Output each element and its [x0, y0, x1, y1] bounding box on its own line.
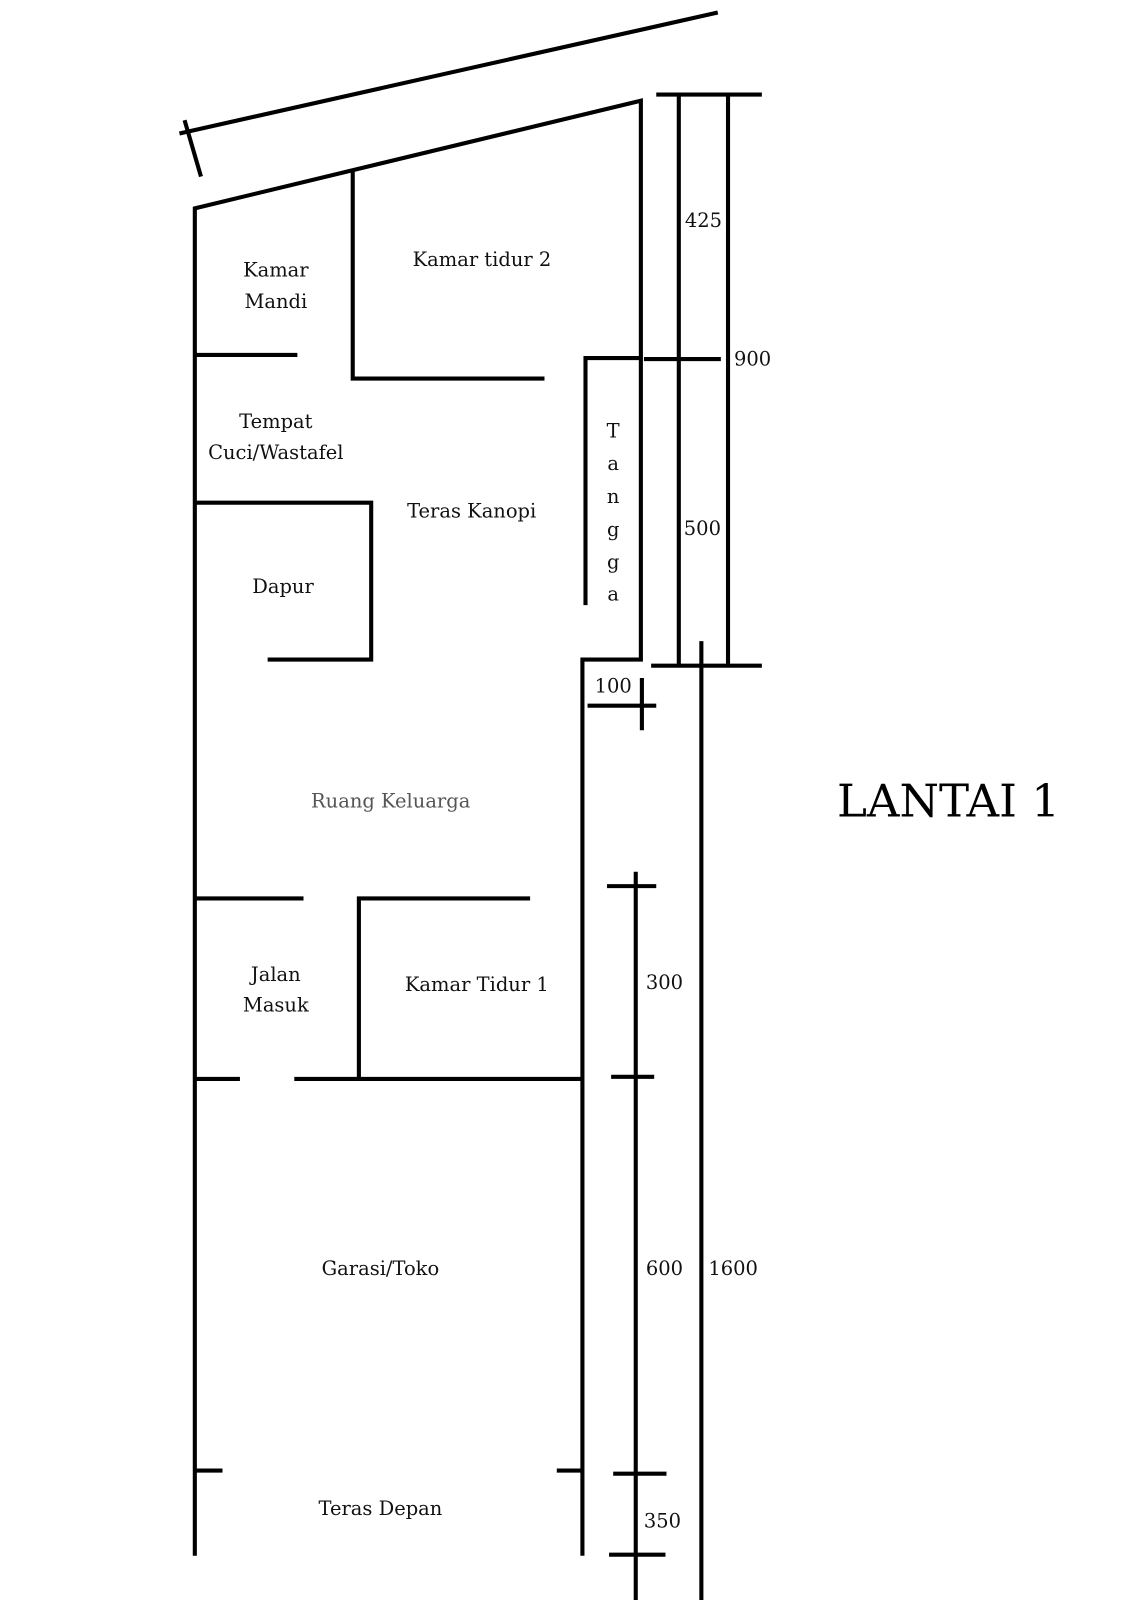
dimension-600: 600: [646, 1257, 683, 1280]
dimension-100: 100: [595, 675, 632, 698]
dimension-300: 300: [646, 971, 683, 994]
room-tempat-cuci-line2: Cuci/Wastafel: [208, 441, 343, 464]
wall-tangga: [583, 356, 641, 606]
dimension-900: 900: [734, 348, 771, 371]
floor-title: LANTAI 1: [837, 775, 1060, 828]
room-garasi-toko: Garasi/Toko: [322, 1257, 440, 1280]
room-jalan-masuk-line1: Jalan: [249, 963, 301, 986]
wall-dapur: [194, 500, 374, 662]
room-tangga: T a n g g a: [607, 419, 620, 605]
room-kamar-tidur-2: Kamar tidur 2: [413, 248, 552, 271]
room-kamar-mandi-line1: Kamar: [243, 258, 309, 281]
dimension-500: 500: [684, 517, 721, 540]
tangga-letter: g: [607, 518, 619, 541]
property-boundary-line: [178, 10, 719, 178]
room-tempat-cuci-line1: Tempat: [239, 410, 313, 433]
room-dapur: Dapur: [252, 575, 314, 598]
room-teras-depan: Teras Depan: [319, 1497, 443, 1520]
dimension-lines: [587, 92, 762, 1600]
room-jalan-masuk-line2: Masuk: [243, 994, 309, 1017]
tangga-letter: g: [607, 551, 619, 574]
room-ruang-keluarga: Ruang Keluarga: [311, 790, 471, 813]
dimension-350: 350: [644, 1509, 681, 1532]
tangga-letter: a: [607, 582, 619, 605]
tangga-letter: a: [607, 452, 619, 475]
dimension-1600: 1600: [708, 1257, 758, 1280]
room-teras-kanopi: Teras Kanopi: [407, 499, 536, 522]
wall-kamar-tidur-2: [350, 169, 545, 381]
outer-wall: [192, 98, 643, 1556]
room-kamar-tidur-1: Kamar Tidur 1: [405, 973, 549, 996]
tangga-letter: T: [607, 419, 620, 442]
room-kamar-mandi-line2: Mandi: [244, 290, 307, 313]
tangga-letter: n: [607, 485, 620, 508]
wall-kamar-tidur-1: [356, 896, 531, 1079]
dimension-425: 425: [685, 209, 722, 232]
